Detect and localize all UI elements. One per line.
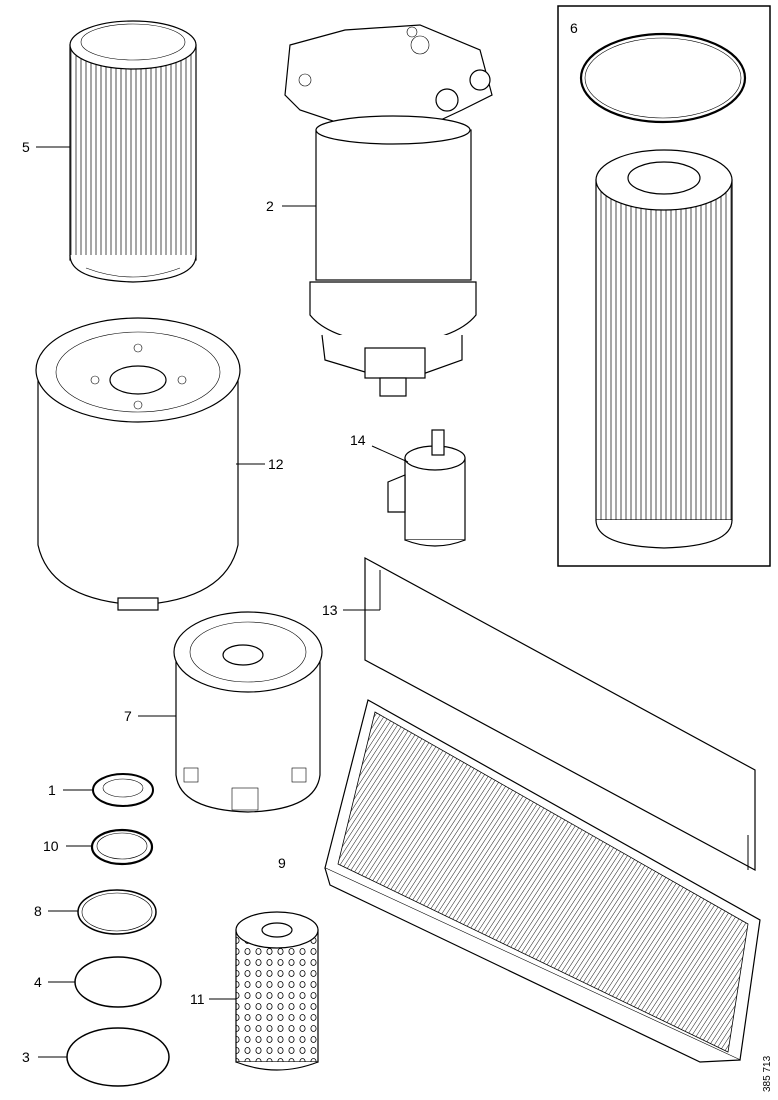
callout-9: 9 <box>278 855 286 871</box>
callout-4: 4 <box>34 974 42 990</box>
part-14-inline-filter <box>387 429 466 547</box>
part-12-spin-on-filter <box>35 317 241 611</box>
part-9-panel-filter <box>324 699 761 1063</box>
callout-11: 11 <box>190 991 205 1007</box>
part-1-seal <box>92 773 154 807</box>
part-3-o-ring <box>66 1027 170 1087</box>
callout-1: 1 <box>48 782 56 798</box>
part-8-o-ring <box>77 889 157 935</box>
reference-code: 385 713 <box>762 1055 773 1092</box>
callout-10: 10 <box>43 838 59 854</box>
part-4-o-ring <box>74 956 162 1008</box>
part-2-filter-housing <box>284 24 493 397</box>
callout-3: 3 <box>22 1049 30 1065</box>
part-6-kit-box <box>557 5 771 567</box>
part-7-oil-filter <box>173 611 323 813</box>
part-5-filter-element <box>69 20 197 283</box>
callout-2: 2 <box>266 198 274 214</box>
part-13-sheet <box>364 556 756 872</box>
callout-6: 6 <box>570 20 578 36</box>
callout-8: 8 <box>34 903 42 919</box>
callout-12: 12 <box>268 456 284 472</box>
callout-7: 7 <box>124 708 132 724</box>
callout-5: 5 <box>22 139 30 155</box>
callout-14: 14 <box>350 432 366 448</box>
part-11-perforated-element <box>235 911 319 1071</box>
leader-lines <box>36 146 409 1058</box>
callout-13: 13 <box>322 602 338 618</box>
part-10-seal <box>90 828 154 866</box>
